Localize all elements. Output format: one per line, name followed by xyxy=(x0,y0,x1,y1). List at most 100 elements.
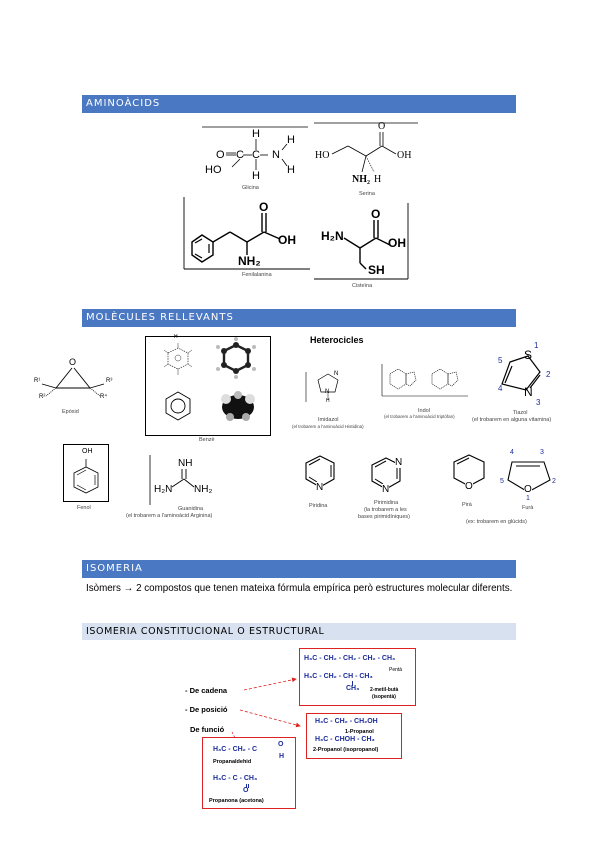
fenilalanina-o: O xyxy=(259,200,269,214)
tiazol-caption: Tiazol xyxy=(513,410,528,416)
heterocicles-title: Heterocicles xyxy=(310,335,364,345)
glicina-h-top: H xyxy=(252,128,260,140)
glicina-c2: C xyxy=(252,149,260,161)
pira-caption: Pirà xyxy=(462,502,472,508)
label-de-funcio: De funció xyxy=(190,725,225,734)
tiazol-num-2: 2 xyxy=(546,370,551,379)
cisteina-h2n: H₂N xyxy=(321,229,344,243)
imidazol-n1: N xyxy=(334,371,339,377)
epoxid-r2: R² xyxy=(39,394,46,400)
glicina-h-bottom: H xyxy=(252,170,260,182)
tiazol-svg xyxy=(501,355,541,391)
funcio-o-2: O xyxy=(243,787,249,794)
piridina-n: N xyxy=(316,482,324,493)
section-header-aminoacids: AMINOÀCIDS xyxy=(82,95,516,113)
glicina-h-n2: H xyxy=(287,164,295,176)
pirimidina-structure: N N Pirimidina (la trobarem a les bases … xyxy=(350,453,430,528)
guanidina-nh: NH xyxy=(178,458,193,469)
isomeria-paragraph: Isòmers → 2 compostos que tenen mateixa … xyxy=(86,583,513,594)
piridina-svg xyxy=(305,455,335,488)
serina-ho: HO xyxy=(315,150,330,161)
glicina-c1: C xyxy=(236,149,244,161)
tiazol-s: S xyxy=(524,348,533,362)
fenilalanina-nh2: NH₂ xyxy=(238,254,261,268)
funcio-name-2: Propanona (acetona) xyxy=(209,798,264,804)
fura-num-4: 4 xyxy=(510,449,514,456)
posicio-formula-1: H₃C - CH₂ - CH₂OH xyxy=(315,718,378,725)
pirimidina-caption-sub2: bases pirimidíniques) xyxy=(358,514,410,520)
subsection-header-isomeria-constitucional: ISOMERIA CONSTITUCIONAL O ESTRUCTURAL xyxy=(82,623,516,640)
fura-num-1: 1 xyxy=(526,495,530,502)
fenol-caption: Fenol xyxy=(77,505,91,511)
guanidina-structure: NH H₂N NH₂ Guanidina (el trobarem a l'am… xyxy=(126,455,238,527)
epoxid-r1: R¹ xyxy=(34,378,41,384)
serina-oh: OH xyxy=(397,150,412,161)
indol-caption-sub: (el trobarem a l'aminoàcid triptòfan) xyxy=(384,414,455,419)
epoxid-caption: Epòxid xyxy=(62,409,79,415)
pirimidina-n1: N xyxy=(395,457,403,468)
funcio-h-1: H xyxy=(279,753,285,760)
cisteina-oh: OH xyxy=(388,236,406,250)
pirimidina-caption: Pirimidina xyxy=(374,500,399,506)
cadena-name-1: Pentà xyxy=(389,667,403,673)
glicina-h-n1: H xyxy=(287,134,295,146)
section-header-isomeria: ISOMERIA xyxy=(82,560,516,578)
funcio-name-1: Propanaldehid xyxy=(213,759,252,765)
tiazol-n: N xyxy=(524,385,533,399)
imidazol-caption: Imidazol xyxy=(318,417,339,423)
fura-svg xyxy=(507,461,551,493)
pirimidina-svg xyxy=(371,457,401,490)
tiazol-num-5: 5 xyxy=(498,356,503,365)
guanidina-caption-sub: (el trobarem a l'aminoàcid Arginina) xyxy=(126,513,213,519)
benze-h-label: H xyxy=(174,334,178,340)
fenilalanina-structure: O OH NH₂ Fenilalanina xyxy=(182,197,310,279)
indol-caption: Indol xyxy=(418,408,430,414)
fura-num-3: 3 xyxy=(540,449,544,456)
imidazol-structure: N N H Imidazol (el trobarem a l'aminoàci… xyxy=(288,362,378,437)
glicina-structure: O C C N H H H H HO Glicina xyxy=(202,122,308,194)
cadena-name-3: (isopentà) xyxy=(372,694,396,700)
posicio-formula-2: H₃C - CHOH - CH₃ xyxy=(315,736,375,743)
piridina-caption: Piridina xyxy=(309,503,328,509)
cadena-box: H₃C - CH₂ - CH₂ - CH₂ - CH₃ Pentà H₃C - … xyxy=(299,648,416,706)
funcio-bond-1 xyxy=(246,784,247,788)
imidazol-n3: N xyxy=(325,389,330,395)
tiazol-num-1: 1 xyxy=(534,341,539,350)
posicio-name-1: 1-Propanol xyxy=(345,729,374,735)
label-de-posicio: - De posició xyxy=(185,705,228,714)
cisteina-o: O xyxy=(371,207,381,221)
cisteina-structure: O OH H₂N SH Cisteïna xyxy=(314,203,414,295)
cadena-name-2: 2-metil-butà xyxy=(370,687,399,693)
tiazol-num-4: 4 xyxy=(498,384,503,393)
fenol-svg xyxy=(73,459,99,494)
fura-o: O xyxy=(524,484,532,495)
serina-svg xyxy=(314,122,418,173)
section-header-molecules: MOLÈCULES RELLEVANTS xyxy=(82,309,516,327)
imidazol-caption-sub: (el trobarem a l'aminoàcid Histidina) xyxy=(292,424,364,429)
funcio-formula-1: H₃C - CH₂ - C xyxy=(213,746,258,753)
benze-box: H xyxy=(145,334,271,436)
imidazol-svg xyxy=(305,372,339,402)
tiazol-num-3: 3 xyxy=(536,398,541,407)
fenilalanina-caption: Fenilalanina xyxy=(242,272,272,278)
glicina-caption: Glicina xyxy=(242,185,259,191)
imidazol-h: H xyxy=(326,398,330,404)
funcio-o-1: O xyxy=(278,741,284,748)
glicina-svg xyxy=(202,126,308,170)
fura-structure: O 1 2 3 4 5 Furà xyxy=(500,446,560,528)
epoxid-r3: R³ xyxy=(106,378,113,384)
benze-ball-stick xyxy=(216,337,256,379)
funcio-box: H₃C - CH₂ - C O H Propanaldehid H₃C - C … xyxy=(202,737,296,809)
guanidina-caption: Guanidina xyxy=(178,506,204,512)
cadena-bond xyxy=(352,681,353,686)
epoxid-o: O xyxy=(69,357,77,367)
cisteina-sh: SH xyxy=(368,263,385,277)
fura-num-5: 5 xyxy=(500,478,504,485)
guanidina-h2n: H₂N xyxy=(154,484,173,495)
funcio-bond-2 xyxy=(248,784,249,788)
cadena-formula-1: H₃C - CH₂ - CH₂ - CH₂ - CH₃ xyxy=(304,655,396,662)
tiazol-caption-sub: (el trobarem en alguna vitamina) xyxy=(472,417,552,423)
serina-caption: Serina xyxy=(359,191,375,197)
indol-svg xyxy=(381,364,468,397)
